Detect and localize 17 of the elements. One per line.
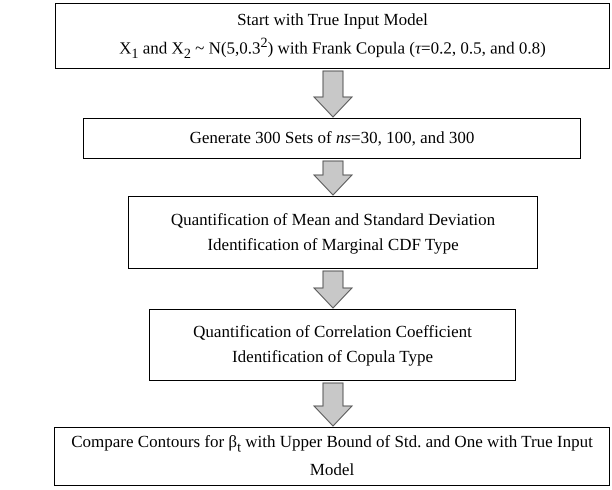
block-arrow <box>312 382 354 427</box>
box-text: Generate 300 Sets of ns=30, 100, and 300 <box>190 127 474 150</box>
box-text: Compare Contours for β$_{t}$ with Upper Bound of Std. and One with True Input Model <box>70 431 594 482</box>
process-box <box>128 196 538 269</box>
box-text: Quantification of Mean and Standard Deviation <box>170 208 496 231</box>
process-box <box>54 427 610 486</box>
block-arrow <box>312 160 354 196</box>
box-text: X$_{1}$ and X$_{2}$ ~ N(5,0.3$^{2}$) with Frank Copula (τ=0.2, 0.5, and 0.8) <box>119 34 546 64</box>
process-box <box>55 3 610 69</box>
box-text: Identification of Marginal CDF Type <box>207 234 459 256</box>
process-box <box>149 309 516 381</box>
box-text: Quantification of Correlation Coefficient <box>193 321 472 344</box>
block-arrow <box>312 270 354 309</box>
box-text: Identification of Copula Type <box>232 346 434 368</box>
box-text: Start with True Input Model <box>237 8 428 31</box>
block-arrow <box>312 70 354 118</box>
process-box <box>83 118 581 159</box>
